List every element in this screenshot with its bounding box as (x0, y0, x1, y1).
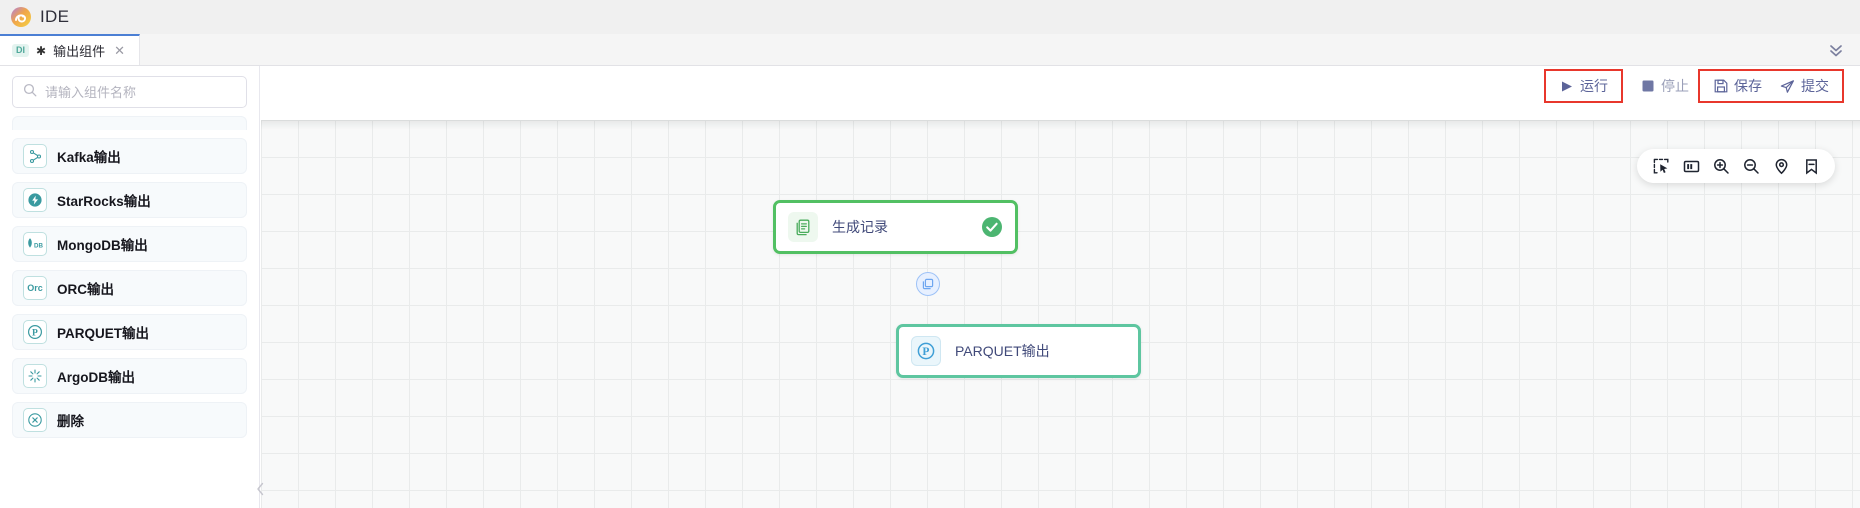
editor-action-bar: 运行 停止 保存 (0, 66, 1860, 106)
save-floppy-icon (1713, 79, 1728, 94)
run-highlight-box: 运行 (1544, 69, 1623, 103)
stop-button-label: 停止 (1661, 78, 1689, 94)
check-circle-icon (981, 216, 1003, 238)
list-item-label: ArgoDB输出 (57, 370, 135, 385)
component-sidebar: Kafka输出 StarRocks输出 DB (0, 66, 260, 508)
list-item-label: ORC输出 (57, 282, 114, 297)
search-icon (23, 83, 37, 102)
app-title: IDE (40, 7, 70, 26)
tab-bar: DI ✱ 输出组件 ✕ (0, 34, 1860, 66)
search-box[interactable] (12, 76, 247, 108)
list-item-starrocks-output[interactable]: StarRocks输出 (12, 182, 247, 218)
mongodb-icon: DB (23, 232, 47, 256)
tab-output-component[interactable]: DI ✱ 输出组件 ✕ (0, 34, 140, 65)
list-item-kafka-output[interactable]: Kafka输出 (12, 138, 247, 174)
layout-panel-icon[interactable] (1677, 152, 1705, 180)
node-label: PARQUET输出 (955, 343, 1050, 359)
save-button-label: 保存 (1734, 78, 1762, 94)
delete-x-icon (23, 408, 47, 432)
sidebar-search-row (0, 66, 259, 116)
tab-modified-indicator: ✱ (36, 43, 47, 58)
zoom-in-icon[interactable] (1707, 152, 1735, 180)
tab-label: 输出组件 (53, 44, 106, 59)
list-item-partial-above (12, 116, 247, 130)
close-icon[interactable]: ✕ (114, 43, 125, 58)
zoom-out-icon[interactable] (1737, 152, 1765, 180)
list-item-label: Kafka输出 (57, 150, 121, 165)
starrocks-icon (23, 188, 47, 212)
orc-icon: Orc (23, 276, 47, 300)
list-item-label: PARQUET输出 (57, 326, 150, 341)
save-button[interactable]: 保存 (1704, 73, 1771, 99)
argodb-icon (23, 364, 47, 388)
canvas-toolbar (1637, 149, 1835, 183)
list-item-parquet-output[interactable]: P PARQUET输出 (12, 314, 247, 350)
stop-square-icon (1640, 79, 1655, 94)
flow-canvas[interactable]: 生成记录 P PARQUET输出 (261, 120, 1860, 508)
tab-bar-filler (140, 34, 1812, 65)
fit-view-locate-icon[interactable] (1767, 152, 1795, 180)
list-item-mongodb-output[interactable]: DB MongoDB输出 (12, 226, 247, 262)
list-item-label: MongoDB输出 (57, 238, 148, 253)
bookmark-minus-icon[interactable] (1797, 152, 1825, 180)
list-item-delete[interactable]: 删除 (12, 402, 247, 438)
submit-button-label: 提交 (1801, 78, 1829, 94)
chevron-left-icon[interactable] (252, 470, 268, 508)
play-icon (1559, 79, 1574, 94)
swirl-logo-icon (8, 4, 34, 30)
save-submit-highlight-box: 保存 提交 (1698, 69, 1844, 103)
marquee-select-icon[interactable] (1647, 152, 1675, 180)
list-item-label: 删除 (57, 414, 84, 429)
parquet-icon: P (23, 320, 47, 344)
document-copy-icon (788, 212, 818, 242)
list-item-label: StarRocks输出 (57, 194, 151, 209)
submit-button[interactable]: 提交 (1771, 73, 1838, 99)
submit-send-icon (1780, 79, 1795, 94)
app-header: IDE (0, 0, 1860, 34)
search-input[interactable] (45, 84, 236, 100)
run-button-label: 运行 (1580, 78, 1608, 94)
run-button[interactable]: 运行 (1550, 73, 1617, 99)
parquet-p-icon: P (911, 336, 941, 366)
list-item-orc-output[interactable]: Orc ORC输出 (12, 270, 247, 306)
node-label: 生成记录 (832, 219, 888, 235)
edge-layer (261, 120, 561, 270)
double-chevron-down-icon[interactable] (1812, 34, 1860, 65)
component-list[interactable]: Kafka输出 StarRocks输出 DB (0, 116, 259, 508)
kafka-icon (23, 144, 47, 168)
svg-text:P: P (32, 328, 38, 338)
svg-text:DB: DB (34, 242, 43, 249)
stop-button[interactable]: 停止 (1631, 73, 1698, 99)
node-generate-records[interactable]: 生成记录 (773, 200, 1018, 254)
svg-text:P: P (922, 346, 929, 358)
list-item-argodb-output[interactable]: ArgoDB输出 (12, 358, 247, 394)
tab-type-badge: DI (12, 44, 29, 57)
copy-layers-icon[interactable] (916, 272, 940, 296)
node-parquet-output[interactable]: P PARQUET输出 (896, 324, 1141, 378)
